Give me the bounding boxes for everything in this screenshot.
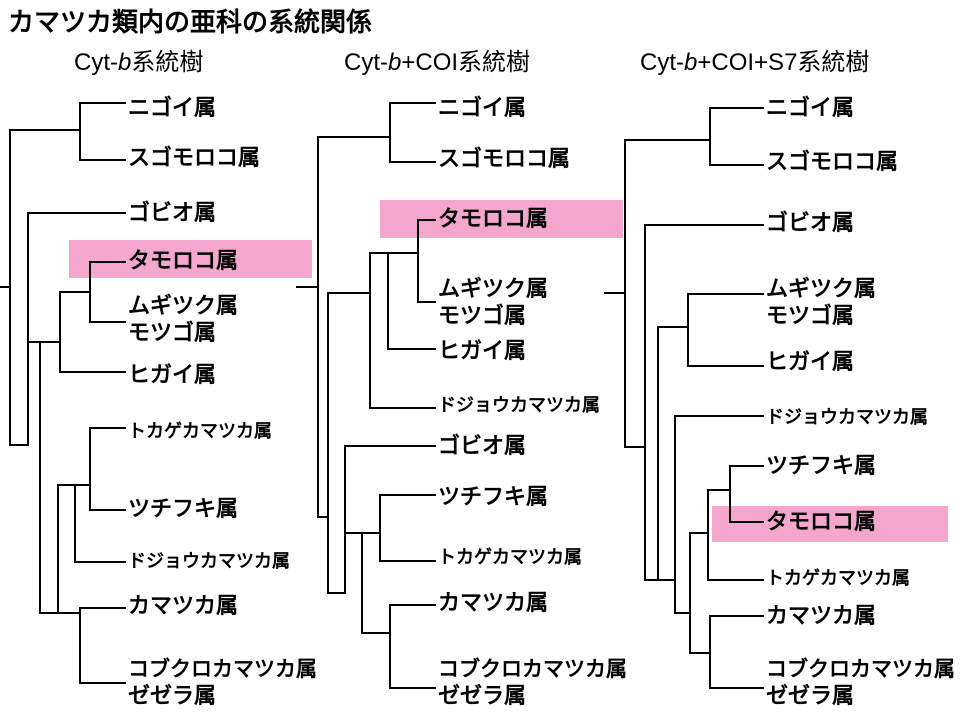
- tree3-label-dojoukamatsuka: ドジョウカマツカ属: [766, 407, 928, 428]
- tree2-label-tsuchifuki: ツチフキ属: [438, 485, 549, 510]
- tree3-label-motsugo: モツゴ属: [766, 304, 855, 329]
- tree2-label-sugomoroko: スゴモロコ属: [438, 147, 571, 172]
- tree2-label-tokagekamatsuka: トカゲカマツカ属: [438, 547, 582, 568]
- highlight-tree3-tamoroko: [712, 506, 948, 542]
- tree2-label-gobio: ゴビオ属: [438, 434, 527, 459]
- tree2-label-higai: ヒガイ属: [438, 339, 527, 364]
- tree2-label-nigoi: ニゴイ属: [438, 96, 527, 121]
- tree-heading-cytb-coi-post: +COI系統樹: [401, 49, 531, 76]
- tree-heading-cytb-gene: b: [118, 49, 132, 76]
- tree1-label-dojoukamatsuka: ドジョウカマツカ属: [128, 551, 290, 572]
- tree2-label-mugitsuku: ムギツク属: [438, 277, 549, 302]
- tree1-label-tamoroko: タモロコ属: [128, 249, 239, 274]
- tree3-label-higai: ヒガイ属: [766, 350, 855, 375]
- tree1-label-mugitsuku: ムギツク属: [128, 294, 239, 319]
- tree3-branches: [604, 107, 764, 689]
- tree1-label-kamatsuka: カマツカ属: [128, 594, 239, 619]
- tree3-label-sugomoroko: スゴモロコ属: [766, 150, 899, 175]
- tree1-label-gobio: ゴビオ属: [128, 201, 217, 226]
- tree2-branches: [296, 102, 436, 689]
- tree1-label-motsugo: モツゴ属: [128, 321, 217, 346]
- tree1-label-tokagekamatsuka: トカゲカマツカ属: [128, 421, 272, 442]
- tree-heading-cytb-coi-pre: Cyt-: [344, 49, 388, 76]
- tree1-label-zezera: ゼゼラ属: [128, 684, 217, 709]
- slide-title: カマツカ類内の亜科の系統関係: [8, 8, 373, 38]
- tree1-label-higai: ヒガイ属: [128, 363, 217, 388]
- tree3-label-mugitsuku: ムギツク属: [766, 277, 877, 302]
- tree-heading-cytb-coi-s7-gene: b: [684, 49, 698, 76]
- highlight-tree1-tamoroko: [69, 240, 312, 278]
- tree3-label-tokagekamatsuka: トカゲカマツカ属: [766, 568, 910, 589]
- tree2-label-dojoukamatsuka: ドジョウカマツカ属: [438, 395, 600, 416]
- tree3-label-gobio: ゴビオ属: [766, 211, 855, 236]
- tree2-label-zezera: ゼゼラ属: [438, 684, 527, 709]
- tree-heading-cytb-post: 系統樹: [131, 49, 204, 76]
- tree-heading-cytb-coi-s7-post: +COI+S7系統樹: [697, 49, 870, 76]
- tree-heading-cytb-coi-gene: b: [388, 49, 402, 76]
- tree-heading-cytb-coi-s7-pre: Cyt-: [640, 49, 684, 76]
- tree3-label-kamatsuka: カマツカ属: [766, 604, 877, 629]
- tree-heading-cytb-pre: Cyt-: [74, 49, 118, 76]
- tree1-label-tsuchifuki: ツチフキ属: [128, 497, 239, 522]
- tree3-label-tamoroko: タモロコ属: [766, 510, 877, 535]
- tree3-label-kobukurokamatsuka: コブクロカマツカ属: [766, 657, 955, 681]
- tree1-label-nigoi: ニゴイ属: [128, 96, 217, 121]
- tree1-label-sugomoroko: スゴモロコ属: [128, 146, 261, 171]
- tree2-label-kamatsuka: カマツカ属: [438, 591, 549, 616]
- tree2-label-motsugo: モツゴ属: [438, 304, 527, 329]
- tree1-label-kobukurokamatsuka: コブクロカマツカ属: [128, 657, 317, 681]
- tree3-label-nigoi: ニゴイ属: [766, 96, 855, 121]
- tree2-label-tamoroko: タモロコ属: [438, 207, 549, 232]
- tree-heading-cytb-coi: Cyt-b+COI系統樹: [344, 42, 530, 77]
- tree-heading-cytb-coi-s7: Cyt-b+COI+S7系統樹: [640, 42, 869, 77]
- tree-heading-cytb: Cyt-b系統樹: [74, 42, 203, 77]
- tree1-branches: [0, 102, 126, 684]
- tree3-label-tsuchifuki: ツチフキ属: [766, 454, 877, 479]
- tree2-label-kobukurokamatsuka: コブクロカマツカ属: [438, 657, 627, 681]
- tree3-label-zezera: ゼゼラ属: [766, 684, 855, 709]
